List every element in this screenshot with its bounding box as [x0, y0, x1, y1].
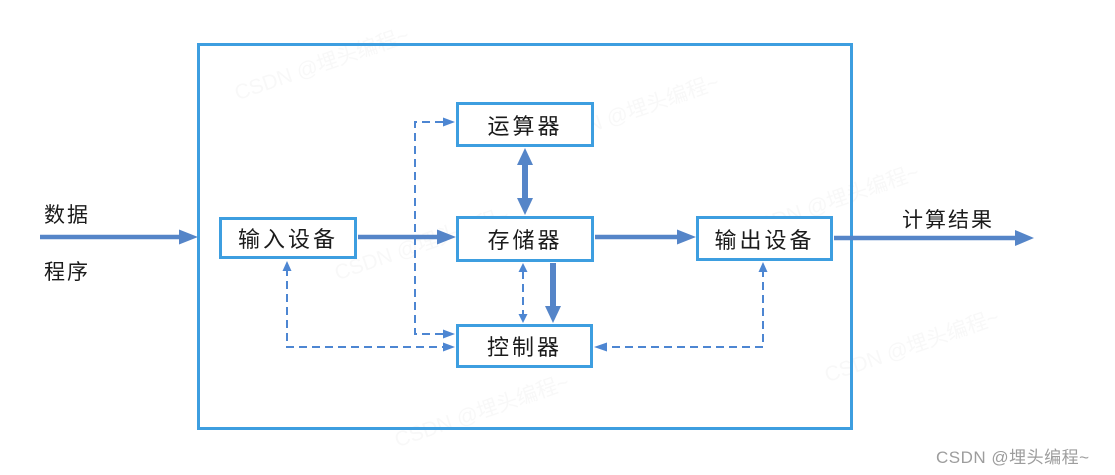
- arrow-memory-to-control: [545, 263, 561, 323]
- box-output-device-label: 输出设备: [714, 227, 815, 253]
- arrow-external-to-input: [40, 229, 198, 245]
- box-control-unit: 控制器: [456, 324, 593, 368]
- box-alu-label: 运算器: [487, 113, 563, 139]
- label-computation-result: 计算结果: [902, 208, 994, 232]
- box-input-device: 输入设备: [219, 217, 357, 259]
- dashed-control-input: [282, 261, 455, 352]
- arrow-output-to-result: [834, 230, 1034, 246]
- arrow-alu-memory-bidirectional: [517, 148, 533, 215]
- box-memory: 存储器: [456, 216, 594, 262]
- dashed-control-alu: [414, 117, 455, 339]
- box-input-device-label: 输入设备: [237, 227, 338, 252]
- box-alu: 运算器: [456, 102, 594, 147]
- box-output-device: 输出设备: [696, 216, 833, 261]
- csdn-watermark-signature: CSDN @埋头编程~: [936, 448, 1090, 467]
- dashed-control-output: [594, 262, 768, 352]
- dashed-memory-control: [518, 263, 528, 323]
- box-control-unit-label: 控制器: [486, 335, 562, 360]
- arrow-input-to-memory: [358, 229, 456, 245]
- arrow-memory-to-output: [595, 229, 696, 245]
- label-program-input: 程序: [44, 260, 90, 284]
- label-data-input: 数据: [44, 203, 90, 227]
- box-memory-label: 存储器: [487, 228, 563, 253]
